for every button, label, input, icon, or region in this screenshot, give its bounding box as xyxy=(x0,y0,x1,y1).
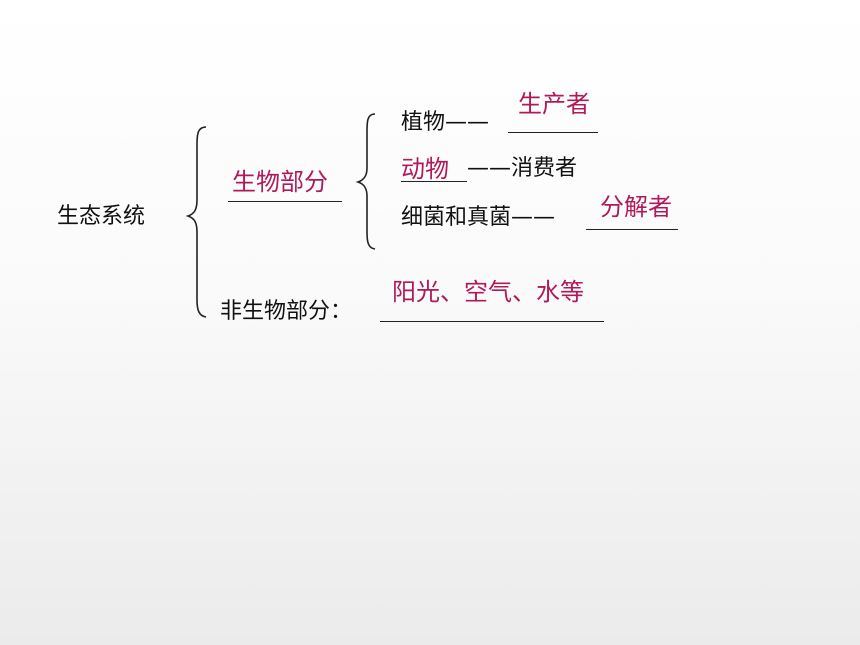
decomposer-label: 细菌和真菌—— xyxy=(401,205,556,230)
animals-blank xyxy=(401,181,467,182)
producer-answer: 生产者 xyxy=(518,90,590,118)
plants-label: 植物—— xyxy=(401,110,490,135)
abiotic-blank xyxy=(380,321,604,322)
decomposer-blank xyxy=(586,229,678,230)
producer-blank xyxy=(508,132,598,133)
root-label: 生态系统 xyxy=(57,204,146,229)
abiotic-answer: 阳光、空气、水等 xyxy=(392,278,584,306)
outer-brace xyxy=(185,126,207,318)
decomposer-answer: 分解者 xyxy=(600,193,672,221)
biotic-answer: 生物部分 xyxy=(232,168,328,196)
inner-brace xyxy=(355,113,376,250)
biotic-blank xyxy=(228,201,342,202)
animals-answer: 动物 xyxy=(401,155,449,183)
consumer-label: ——消费者 xyxy=(467,156,578,181)
abiotic-label: 非生物部分： xyxy=(220,299,353,324)
